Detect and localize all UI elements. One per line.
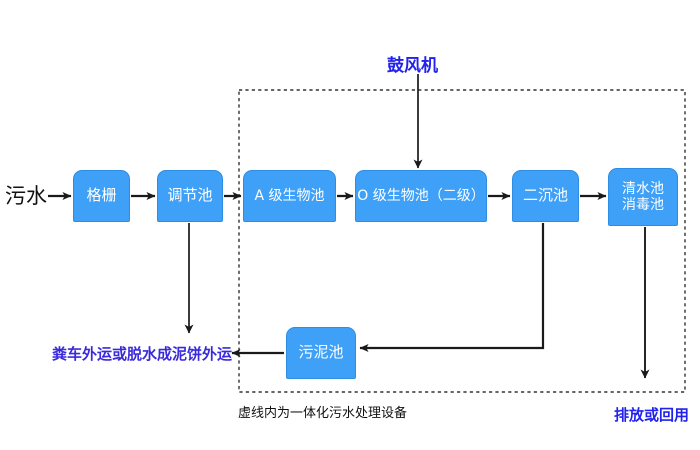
label-influent: 污水 — [5, 180, 47, 210]
node-regulating-tank[interactable]: 调节池 — [157, 170, 223, 222]
node-o-stage-bio-tank-label: O 级生物池（二级） — [357, 187, 485, 204]
node-a-stage-bio-tank-label: A 级生物池 — [254, 187, 325, 204]
label-discharge-reuse: 排放或回用 — [614, 404, 689, 425]
label-blower-text: 鼓风机 — [387, 56, 438, 76]
integrated-equipment-enclosure — [238, 89, 686, 393]
label-discharge-reuse-text: 排放或回用 — [614, 406, 690, 424]
node-grille-label: 格栅 — [86, 186, 117, 205]
node-secondary-settling-tank-label: 二沉池 — [522, 186, 568, 205]
node-o-stage-bio-tank[interactable]: O 级生物池（二级） — [355, 170, 487, 222]
node-grille[interactable]: 格栅 — [73, 170, 130, 222]
label-sludge-disposal-text: 粪车外运或脱水成泥饼外运 — [52, 345, 233, 363]
connector-settling-tank-to-sludge-tank — [359, 223, 545, 352]
caption-integrated-equipment: 虚线内为一体化污水处理设备 — [238, 402, 407, 421]
node-a-stage-bio-tank[interactable]: A 级生物池 — [243, 170, 336, 222]
node-secondary-settling-tank[interactable]: 二沉池 — [512, 170, 579, 222]
label-blower: 鼓风机 — [387, 51, 438, 76]
caption-integrated-equipment-text: 虚线内为一体化污水处理设备 — [238, 406, 408, 421]
node-sludge-tank[interactable]: 污泥池 — [286, 327, 356, 379]
node-clean-water-disinfect-tank[interactable]: 清水池 消毒池 — [608, 168, 678, 226]
label-influent-text: 污水 — [5, 184, 47, 208]
node-disinfect-tank-label: 消毒池 — [622, 197, 664, 213]
node-regulating-tank-label: 调节池 — [167, 186, 213, 205]
label-sludge-disposal: 粪车外运或脱水成泥饼外运 — [52, 343, 232, 364]
node-sludge-tank-label: 污泥池 — [298, 343, 344, 362]
node-clean-water-tank-label: 清水池 — [622, 180, 664, 197]
